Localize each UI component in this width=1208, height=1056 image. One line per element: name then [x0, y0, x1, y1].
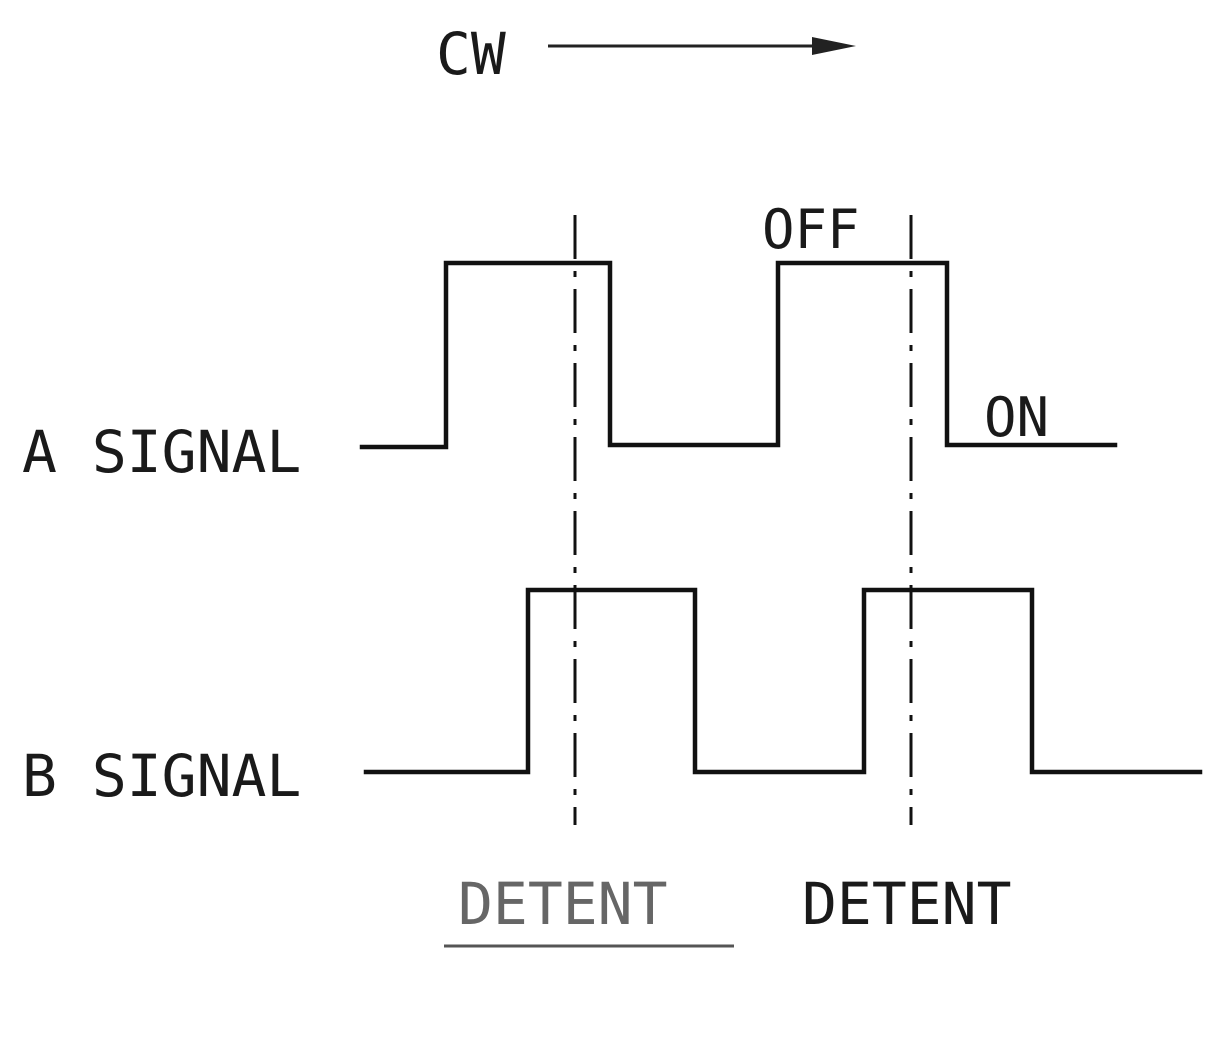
b-signal-label: B SIGNAL — [22, 742, 301, 810]
detent-label-2: DETENT — [802, 870, 1012, 938]
a-signal-off-label: OFF — [762, 198, 860, 261]
b-signal-waveform — [363, 587, 1203, 775]
detent-label-1: DETENT — [458, 870, 668, 938]
a-signal-waveform — [359, 260, 1118, 450]
direction-label: CW — [436, 20, 506, 88]
a-signal-on-label: ON — [984, 386, 1049, 449]
a-signal-label: A SIGNAL — [22, 418, 301, 486]
direction-arrow-head — [812, 37, 856, 55]
